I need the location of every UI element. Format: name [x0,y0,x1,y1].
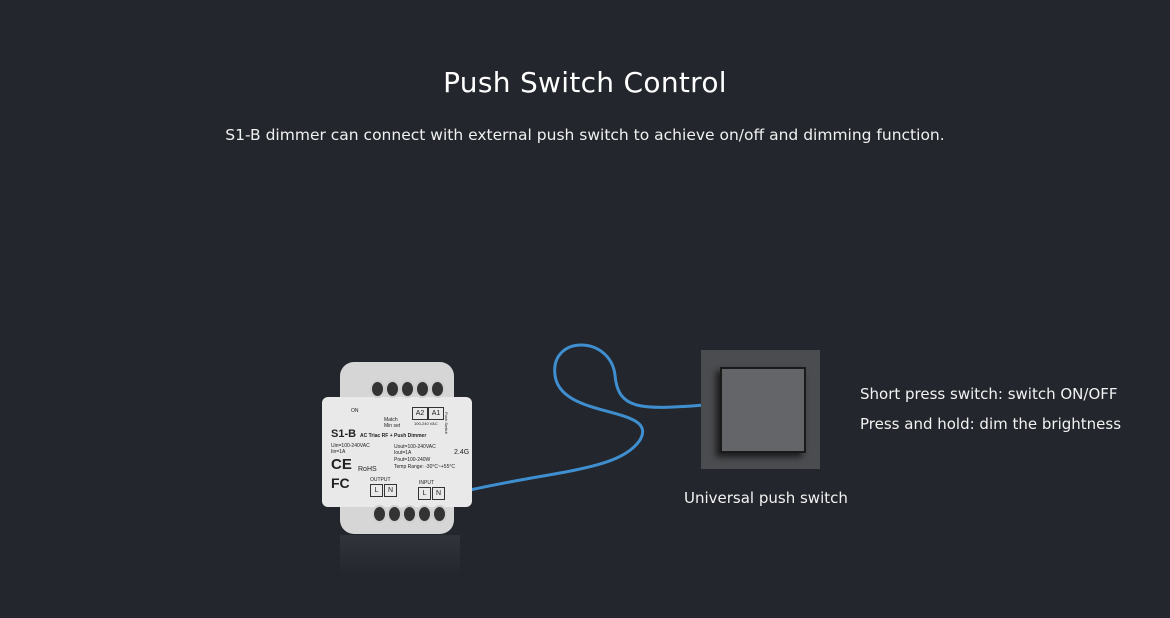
min-set-label: Min set [384,423,401,429]
rohs-label: RoHS [358,466,377,473]
instruction-press-hold: Press and hold: dim the brightness [860,415,1122,433]
fc-logo: FC [331,475,350,491]
input-label: INPUT [419,480,434,486]
output-power: Pout=100-240W [394,457,431,463]
on-label: ON [351,408,359,414]
temp-range: Temp Range: -30°C~+55°C [394,464,455,470]
device-description: AC Triac RF + Push Dimmer [360,433,427,439]
push-switch-image [701,350,820,469]
input-l-terminal: L [418,487,431,500]
input-current: Iin=1A [331,449,346,455]
push-voltage: 100-240 VAC [414,421,438,426]
a1-terminal-label: A1 [428,407,444,420]
input-n-terminal: N [432,487,445,500]
input-rating: Uin=100-240VAC [331,443,370,449]
model-label: S1-B [331,428,357,440]
instruction-short-press: Short press switch: switch ON/OFF [860,385,1118,403]
output-l-terminal: L [370,484,383,497]
device-reflection [340,535,460,575]
ce-logo: CE [331,456,352,473]
output-label: OUTPUT [370,477,391,483]
rf-label: 2.4G [454,449,470,456]
a2-terminal-label: A2 [412,407,428,420]
push-switch-rocker [720,367,806,453]
push-switch-label: Push Switch [444,412,449,435]
page-subtitle: S1-B dimmer can connect with external pu… [225,126,945,144]
output-voltage: Uout=100-240VAC [394,444,436,450]
s1-b-dimmer-device: ON Match Min set A2 A1 100-240 VAC Push … [322,362,472,534]
output-current: Iout=1A [394,450,412,456]
switch-caption: Universal push switch [684,489,848,507]
output-n-terminal: N [384,484,397,497]
page-title: Push Switch Control [443,66,727,99]
match-label: Match [384,417,398,423]
